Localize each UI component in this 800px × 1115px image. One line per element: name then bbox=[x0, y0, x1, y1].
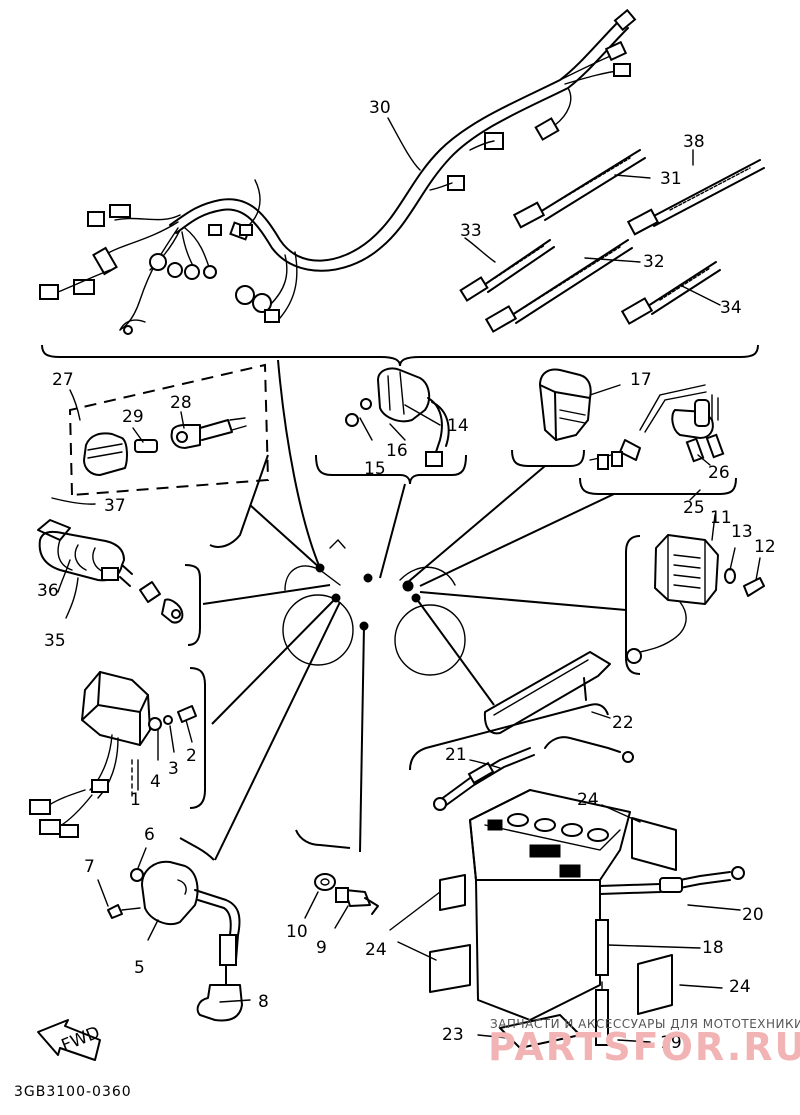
label-22: 22 bbox=[612, 713, 634, 733]
label-24c: 24 bbox=[729, 977, 751, 997]
label-37: 37 bbox=[104, 496, 126, 516]
ignition-coil bbox=[107, 860, 243, 1022]
label-34: 34 bbox=[720, 298, 742, 318]
main-switch bbox=[37, 519, 184, 624]
flasher-relay bbox=[345, 367, 450, 467]
label-6: 6 bbox=[144, 825, 155, 845]
bracket-left-1 bbox=[184, 564, 201, 646]
label-14: 14 bbox=[447, 416, 469, 436]
frame-outline bbox=[282, 538, 466, 676]
bracket-mid-2 bbox=[511, 449, 585, 467]
rectifier-17 bbox=[539, 368, 592, 441]
label-11: 11 bbox=[710, 508, 732, 528]
label-32: 32 bbox=[643, 252, 665, 272]
label-24a: 24 bbox=[577, 790, 599, 810]
label-24b: 24 bbox=[365, 940, 387, 960]
switch-group bbox=[68, 363, 270, 497]
label-29: 29 bbox=[122, 407, 144, 427]
bracket-right-2 bbox=[625, 535, 641, 675]
fwd-arrow: FWD bbox=[37, 1019, 103, 1061]
battery-band bbox=[483, 651, 611, 735]
wire-harness bbox=[39, 8, 637, 335]
label-31: 31 bbox=[660, 169, 682, 189]
label-23: 23 bbox=[442, 1025, 464, 1045]
label-33: 33 bbox=[460, 221, 482, 241]
battery-cables bbox=[433, 736, 745, 895]
label-1: 1 bbox=[130, 790, 141, 810]
group-brace-top bbox=[41, 344, 759, 367]
starter-relay bbox=[589, 384, 725, 470]
label-19: 19 bbox=[660, 1033, 682, 1053]
label-7: 7 bbox=[84, 857, 95, 877]
label-12: 12 bbox=[754, 537, 776, 557]
label-38: 38 bbox=[683, 132, 705, 152]
drawing-code: 3GB3100-0360 bbox=[14, 1084, 132, 1100]
label-35: 35 bbox=[44, 631, 66, 651]
label-15: 15 bbox=[364, 459, 386, 479]
label-20: 20 bbox=[742, 905, 764, 925]
label-26: 26 bbox=[708, 463, 730, 483]
label-5: 5 bbox=[134, 958, 145, 978]
callout-leaders bbox=[51, 117, 761, 1043]
watermark-tagline: ЗАПЧАСТИ И АКСЕССУАРЫ ДЛЯ МОТОТЕХНИКИ bbox=[490, 1017, 800, 1031]
igniter-unit bbox=[29, 671, 197, 838]
label-25: 25 bbox=[683, 498, 705, 518]
label-2: 2 bbox=[186, 746, 197, 766]
label-3: 3 bbox=[168, 759, 179, 779]
label-21: 21 bbox=[445, 745, 467, 765]
bracket-mid-1 bbox=[315, 454, 467, 485]
label-8: 8 bbox=[258, 992, 269, 1012]
label-27: 27 bbox=[52, 370, 74, 390]
bracket-battery bbox=[409, 703, 609, 771]
bracket-left-2 bbox=[189, 667, 206, 809]
label-13: 13 bbox=[731, 522, 753, 542]
label-18: 18 bbox=[702, 938, 724, 958]
watermark-logo: PARTSFOR.RU bbox=[488, 1025, 800, 1069]
cable-ties bbox=[459, 149, 765, 333]
label-36: 36 bbox=[37, 581, 59, 601]
leader-lines bbox=[179, 359, 627, 861]
label-17: 17 bbox=[630, 370, 652, 390]
bracket-right-1 bbox=[579, 477, 737, 495]
label-9: 9 bbox=[316, 938, 327, 958]
label-30: 30 bbox=[369, 98, 391, 118]
label-28: 28 bbox=[170, 393, 192, 413]
label-16: 16 bbox=[386, 441, 408, 461]
label-10: 10 bbox=[286, 922, 308, 942]
label-4: 4 bbox=[150, 772, 161, 792]
watermark: PARTSFOR.RU ЗАПЧАСТИ И АКСЕССУАРЫ ДЛЯ МО… bbox=[488, 1017, 800, 1069]
battery bbox=[429, 789, 677, 1049]
regulator bbox=[626, 534, 765, 664]
neutral-switch bbox=[314, 873, 379, 915]
part-number-labels: 30 38 31 33 32 34 27 29 28 37 36 35 14 1… bbox=[37, 98, 776, 1053]
